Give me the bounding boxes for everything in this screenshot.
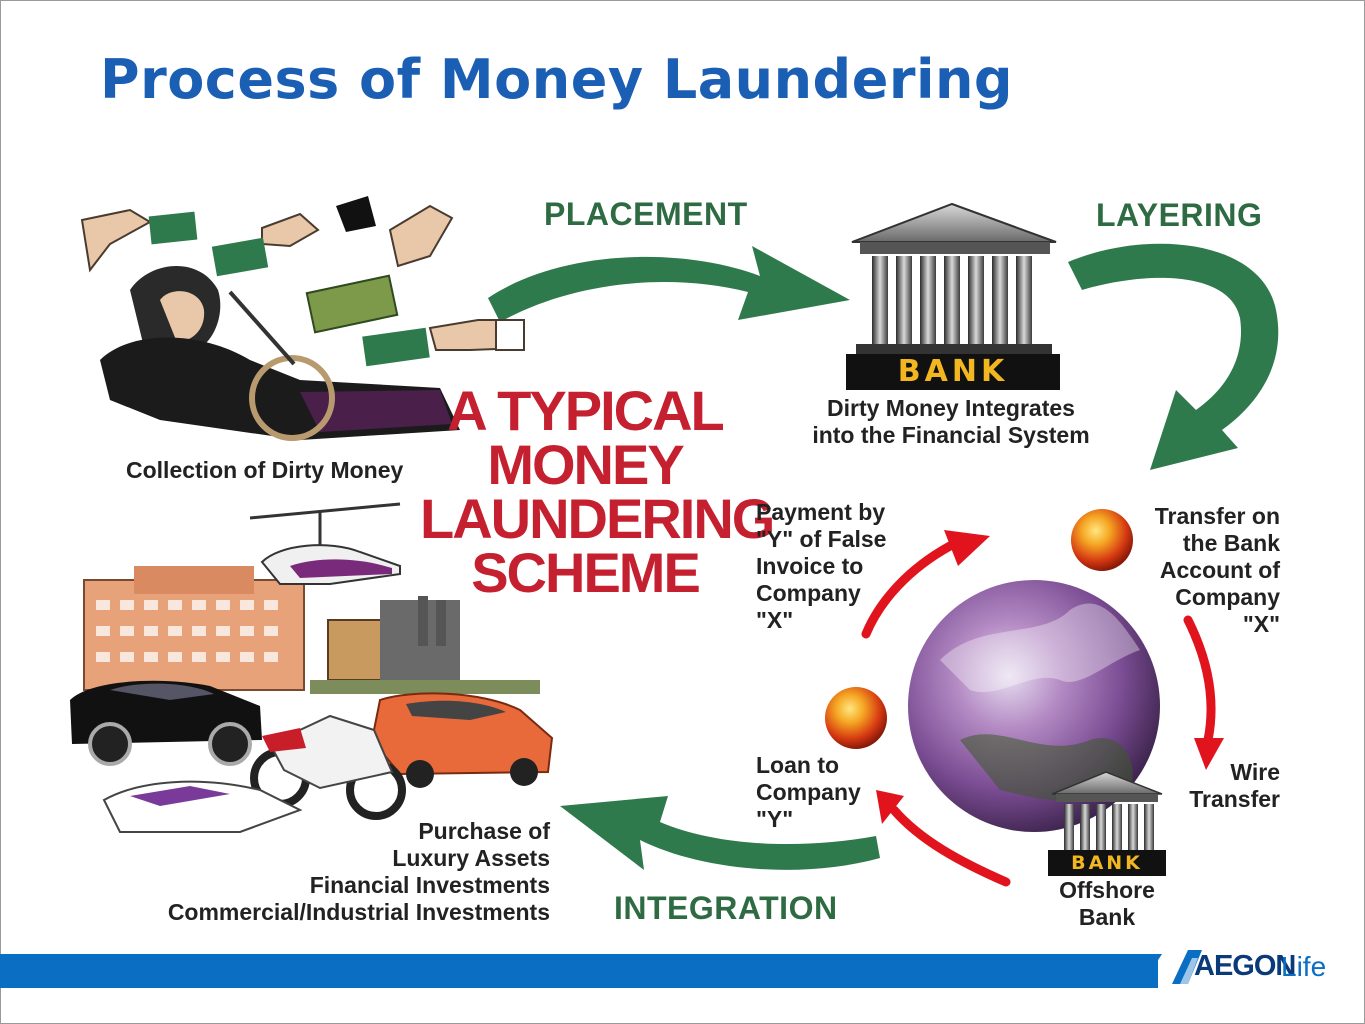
- scheme-title-line: SCHEME: [471, 541, 701, 604]
- transfer-orb: [1071, 509, 1133, 571]
- payment-label: Payment by "Y" of False Invoice to Compa…: [756, 499, 886, 634]
- integrates-line: Dirty Money Integrates: [827, 395, 1075, 421]
- loan-label: Loan to Company "Y": [756, 752, 861, 833]
- wire-line: Transfer: [1189, 786, 1280, 812]
- offshore-bank-sign: BANK: [1071, 852, 1143, 874]
- bank-building-icon: [846, 202, 1060, 390]
- offshore-bank-label: Offshore Bank: [1046, 877, 1168, 931]
- cycle-arrowheads: [876, 530, 1224, 824]
- offshore-bank-icon: [1048, 771, 1166, 876]
- loan-line: Company: [756, 779, 861, 805]
- layering-label: LAYERING: [1096, 197, 1263, 233]
- logo-main-text: AEGON: [1194, 950, 1296, 982]
- scheme-title-line: MONEY: [487, 433, 684, 496]
- collection-scene: [80, 196, 525, 441]
- scheme-title-line: A TYPICAL: [447, 379, 724, 442]
- transfer-line: Account of: [1159, 557, 1280, 583]
- transfer-line: the Bank: [1182, 530, 1280, 556]
- integration-label: INTEGRATION: [614, 890, 838, 926]
- loan-line: Loan to: [756, 752, 840, 778]
- footer-bar-slant: [1140, 954, 1162, 988]
- bank-sign: BANK: [897, 354, 1009, 389]
- transfer-line: Company: [1175, 584, 1280, 610]
- luxury-assets-scene: [70, 502, 554, 833]
- payment-line: "X": [756, 607, 794, 633]
- purchase-line: Purchase of: [418, 818, 550, 844]
- cycle-arrows: [861, 541, 1216, 887]
- footer-bar: [0, 954, 1158, 988]
- payment-line: "Y" of False: [756, 526, 887, 552]
- payment-line: Invoice to: [756, 553, 864, 579]
- loan-orb: [825, 687, 887, 749]
- purchase-line: Financial Investments: [309, 872, 550, 898]
- transfer-line: "X": [1242, 611, 1280, 637]
- scheme-title-line: LAUNDERING: [420, 487, 775, 550]
- placement-arrow: [488, 246, 850, 322]
- purchase-line: Commercial/Industrial Investments: [167, 899, 550, 925]
- offshore-line: Offshore: [1059, 877, 1155, 903]
- logo-sub-text: Life: [1281, 951, 1327, 982]
- purchase-label: Purchase of Luxury Assets Financial Inve…: [120, 818, 550, 926]
- wire-line: Wire: [1230, 759, 1280, 785]
- placement-label: PLACEMENT: [544, 196, 748, 232]
- aegon-logo-mark-icon: [1172, 950, 1202, 984]
- layering-arrow: [1068, 243, 1279, 470]
- payment-line: Company: [756, 580, 861, 606]
- transfer-line: Transfer on: [1154, 503, 1280, 529]
- transfer-label: Transfer on the Bank Account of Company …: [1120, 503, 1280, 638]
- aegon-life-logo: AEGON Life: [1168, 942, 1338, 988]
- payment-line: Payment by: [756, 499, 886, 525]
- offshore-line: Bank: [1078, 904, 1136, 930]
- purchase-line: Luxury Assets: [392, 845, 550, 871]
- slide-title: Process of Money Laundering: [100, 48, 1014, 111]
- integrates-line: into the Financial System: [812, 422, 1090, 448]
- scheme-title: A TYPICAL MONEY LAUNDERING SCHEME: [420, 379, 775, 604]
- collection-label: Collection of Dirty Money: [126, 457, 404, 483]
- integrates-label: Dirty Money Integrates into the Financia…: [796, 395, 1106, 449]
- wire-transfer-label: Wire Transfer: [1160, 759, 1280, 813]
- integration-arrow: [560, 796, 880, 870]
- loan-line: "Y": [756, 806, 794, 832]
